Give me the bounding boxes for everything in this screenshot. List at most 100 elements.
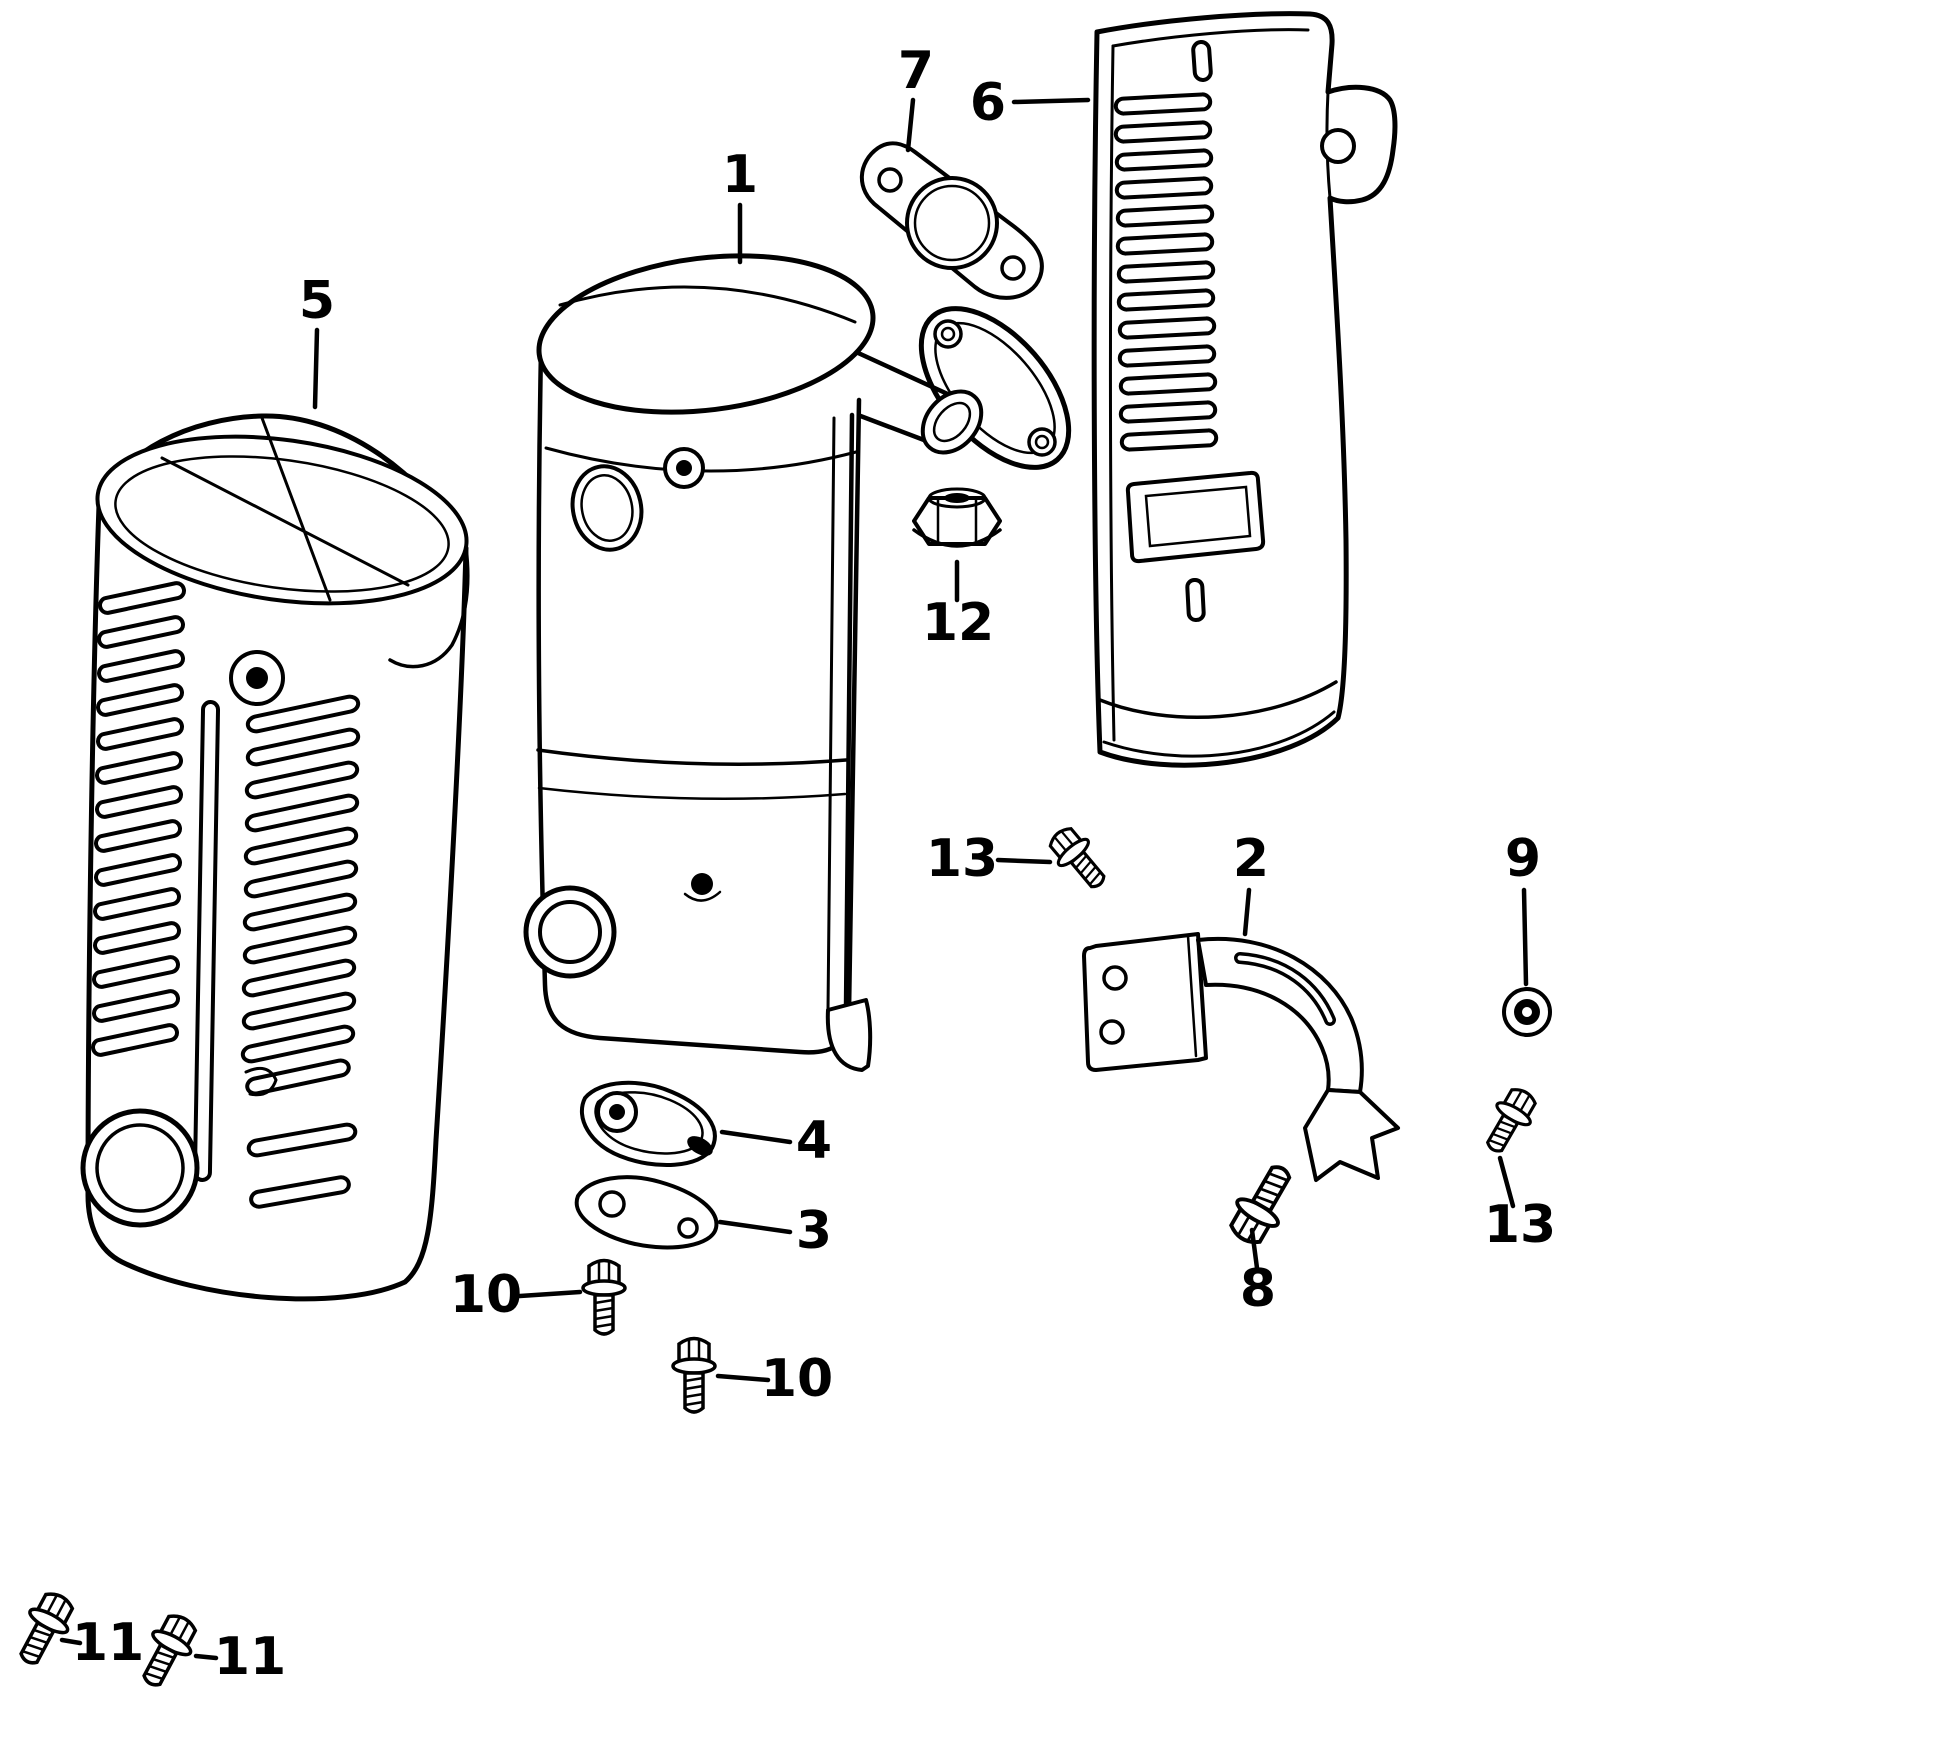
heat-shield-bottom-arc-1 <box>1098 680 1338 719</box>
bolt-10-left <box>581 1258 627 1336</box>
louver <box>1121 430 1216 450</box>
bolt-10-right <box>671 1336 717 1414</box>
flange-bolt-hole-bottom-inner <box>1034 434 1050 450</box>
callout-10-left: 10 <box>450 1265 522 1325</box>
heat-shield-bottom-slot <box>1185 577 1206 622</box>
muffler-rivet <box>691 873 713 895</box>
callout-2: 2 <box>1233 829 1269 889</box>
heat-shield-tab-hole <box>1320 128 1356 164</box>
gasket-bolt-hole-left <box>877 167 903 193</box>
muffler-mid-seam <box>536 748 848 766</box>
bracket-claw <box>1303 1088 1400 1182</box>
muffler-body-outline <box>536 347 862 1055</box>
muffler-dome-seam <box>558 285 857 324</box>
callout-11-right: 11 <box>214 1627 286 1687</box>
heat-shield-bottom-arc-2 <box>1102 710 1336 758</box>
muffler-side-port-inner <box>580 474 634 542</box>
washer-center <box>1522 1007 1532 1017</box>
leader-line-10-right <box>715 1373 771 1383</box>
leader-line-13-upper <box>995 857 1053 865</box>
part-plate-lower <box>574 1175 719 1250</box>
louver <box>1120 402 1215 422</box>
muffler-strap-outer-line <box>843 412 855 1011</box>
gasket-center-hole-outer <box>905 176 999 270</box>
flange-bolt-hole-bottom <box>1027 427 1057 457</box>
louver <box>1115 94 1210 114</box>
callout-1: 1 <box>722 145 758 205</box>
heat-shield-top-slot <box>1191 40 1213 82</box>
muffler-strap-foot <box>825 998 873 1072</box>
louver <box>1116 150 1211 170</box>
part-washer <box>1502 987 1552 1037</box>
muffler-lower-port-inner <box>538 900 602 964</box>
heat-shield-inner-left-line <box>1108 44 1116 742</box>
louver <box>1117 234 1212 254</box>
muffler-rivet-ring <box>683 890 722 902</box>
heat-shield-outline <box>1091 11 1398 768</box>
bracket-arm-slot-inner <box>1237 955 1333 1023</box>
callout-10-right: 10 <box>761 1349 833 1409</box>
louver <box>1119 318 1214 338</box>
muffler-strap-inner-line <box>826 416 836 1012</box>
gasket-center-hole-inner <box>913 184 991 262</box>
leader-line-7 <box>905 97 916 153</box>
bolt-13-upper <box>1041 819 1117 898</box>
bracket-hole-bottom <box>1099 1019 1125 1045</box>
plate-upper-bolt-center <box>609 1104 625 1120</box>
louver <box>1120 374 1215 394</box>
plate-lower-outline <box>574 1175 719 1250</box>
part-cover-left <box>80 413 470 1302</box>
outlet-pipe-top-line <box>853 349 955 399</box>
leader-line-8 <box>1249 1227 1260 1271</box>
plate-lower-hole-left <box>598 1190 626 1218</box>
louver <box>1117 206 1212 226</box>
cover-bolt-center <box>246 667 268 689</box>
callout-3: 3 <box>796 1201 832 1261</box>
callout-12: 12 <box>922 593 994 653</box>
part-flange-nut <box>912 487 1002 548</box>
cover-side-flap <box>388 546 470 669</box>
callout-13-upper: 13 <box>926 829 998 889</box>
cover-port-inner <box>95 1123 185 1213</box>
louver <box>1118 290 1213 310</box>
bolt-8 <box>1220 1155 1305 1253</box>
cover-dome-seam-1 <box>160 456 410 587</box>
heat-shield-inner-top-line <box>1111 28 1310 48</box>
part-bracket <box>1082 932 1400 1182</box>
muffler-top-bolt-center <box>676 460 692 476</box>
leader-line-2 <box>1242 887 1252 937</box>
leader-line-11-right <box>193 1653 219 1661</box>
cover-center-slot <box>192 700 221 1182</box>
part-heat-shield-right <box>1091 11 1398 768</box>
callout-6: 6 <box>970 73 1006 133</box>
part-gasket <box>859 141 1044 300</box>
leader-line-3 <box>717 1219 793 1235</box>
cover-dome-rim-inner <box>114 455 450 593</box>
leader-line-9 <box>1521 887 1529 987</box>
part-muffler <box>523 253 1072 1072</box>
muffler-dome-rim <box>536 253 876 415</box>
gasket-bolt-hole-right <box>1000 255 1026 281</box>
leader-line-6 <box>1011 97 1091 105</box>
plate-lower-hole-right <box>677 1217 699 1239</box>
bolt-11-left <box>6 1585 82 1674</box>
louver <box>1118 262 1213 282</box>
callout-13-lower: 13 <box>1484 1195 1556 1255</box>
leader-line-11-left <box>59 1637 83 1646</box>
plate-upper-dark-tip <box>687 1136 713 1156</box>
cover-dome-seam-2 <box>260 416 332 602</box>
nut-hole <box>944 493 970 503</box>
callouts: 7 6 1 5 12 13 2 9 4 3 10 10 11 11 8 13 <box>59 41 1556 1687</box>
flange-bolt-hole-top <box>933 319 963 349</box>
leader-line-4 <box>719 1129 793 1145</box>
nut-top-rim <box>927 487 987 509</box>
outlet-pipe-opening-inner <box>932 401 972 443</box>
louver <box>1119 346 1214 366</box>
leader-line-10-left <box>517 1289 583 1299</box>
leader-line-5 <box>312 327 320 410</box>
bracket-plate <box>1082 932 1208 1072</box>
part-plate-upper <box>579 1080 717 1167</box>
cover-small-hook-mark <box>244 1066 278 1097</box>
